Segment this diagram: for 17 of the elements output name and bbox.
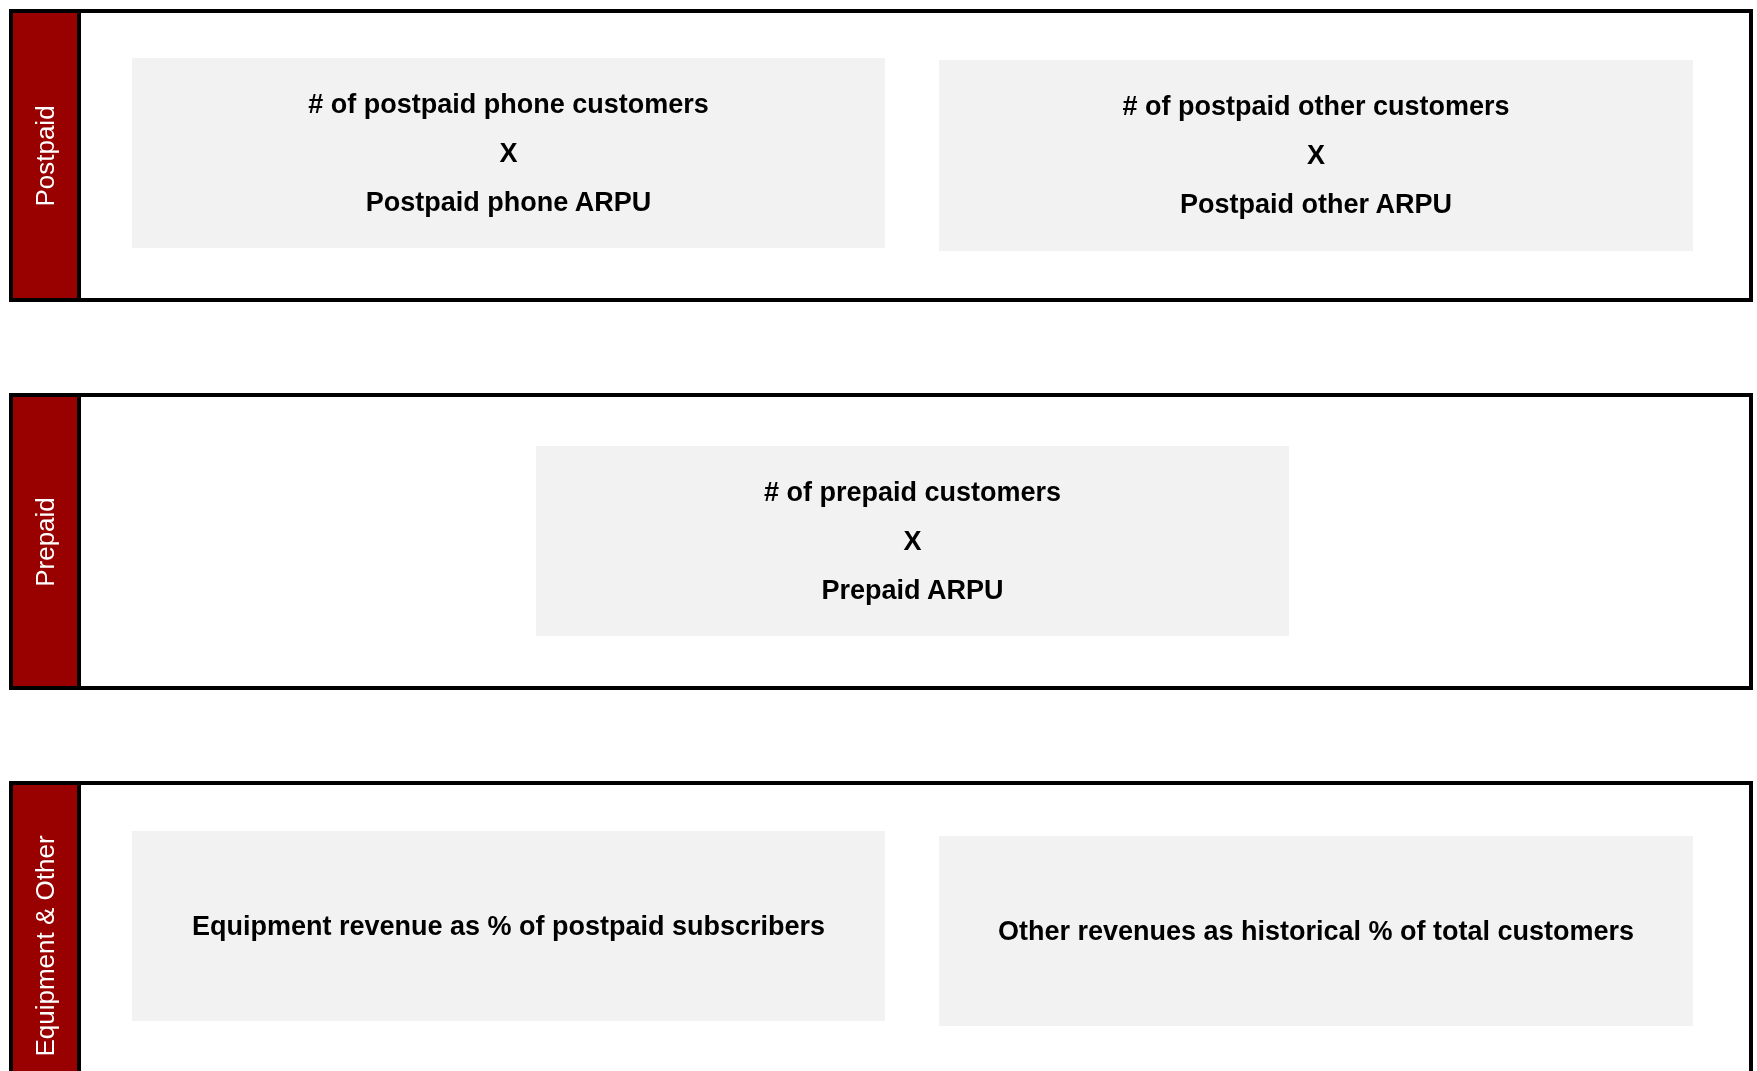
section-label: Equipment & Other: [29, 835, 61, 1057]
multiply-sign: X: [499, 137, 518, 169]
formula-text: Prepaid ARPU: [821, 574, 1004, 606]
multiply-sign: X: [903, 525, 922, 557]
formula-text: Other revenues as historical % of total customers: [997, 915, 1635, 947]
section-panel: [9, 781, 1753, 1071]
formula-text: # of postpaid phone customers: [308, 88, 709, 120]
section-label: Postpaid: [29, 104, 61, 207]
formula-text: # of postpaid other customers: [1122, 91, 1510, 122]
formula-text: # of prepaid customers: [763, 476, 1062, 508]
formula-text: Equipment revenue as % of postpaid subscribers: [191, 910, 826, 942]
section-label: Prepaid: [29, 496, 61, 587]
multiply-sign: X: [1307, 140, 1325, 171]
section-panel: [9, 9, 1753, 302]
formula-text: Postpaid phone ARPU: [365, 186, 652, 218]
section-panel: [9, 393, 1753, 690]
formula-text: Postpaid other ARPU: [1180, 189, 1452, 220]
